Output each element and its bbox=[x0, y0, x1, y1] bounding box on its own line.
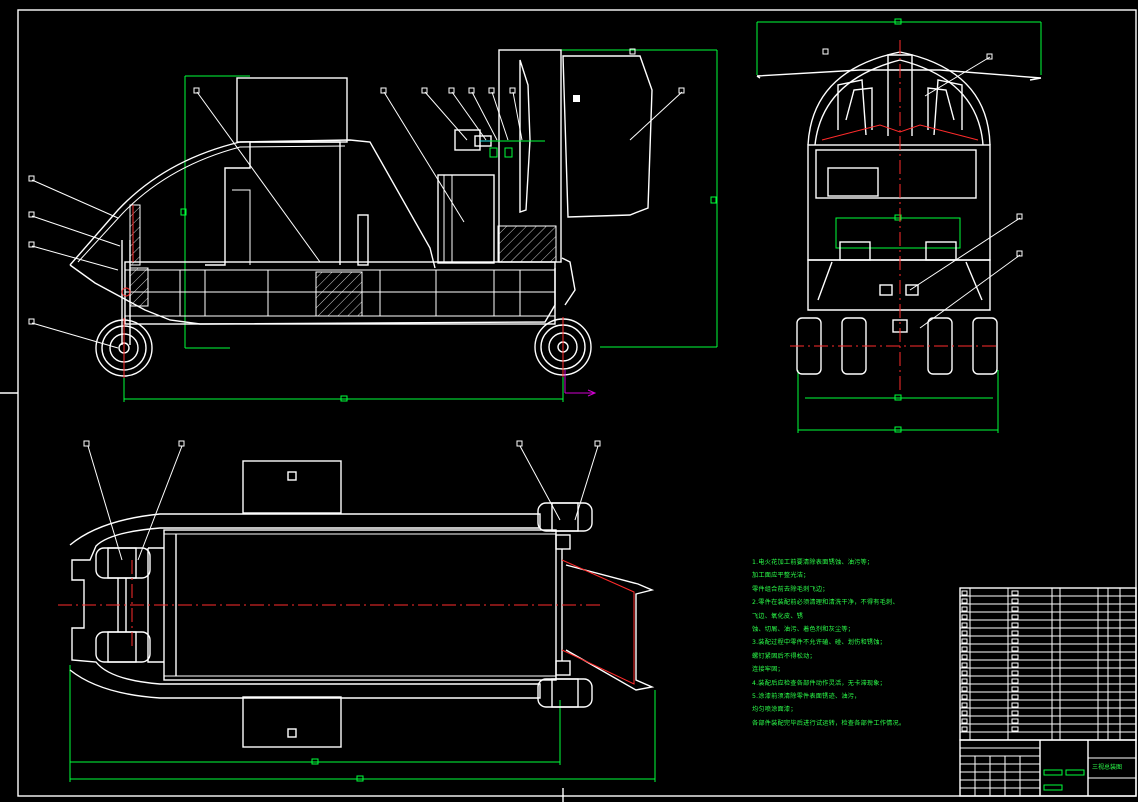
nose-lower bbox=[69, 264, 556, 325]
hatched-block-rear bbox=[497, 225, 557, 263]
parts-item-number bbox=[961, 646, 968, 652]
fan-hub-detail bbox=[454, 129, 545, 158]
top-box bbox=[236, 77, 348, 143]
canopy-inner bbox=[77, 145, 346, 263]
parts-item-number bbox=[961, 726, 968, 732]
parts-item-name bbox=[1011, 678, 1019, 684]
front-body bbox=[807, 144, 991, 261]
note-line: 4.装配后应检查各部件动作灵活，无卡滞现象； bbox=[752, 679, 887, 687]
inner-structure bbox=[205, 141, 341, 266]
chassis-ribs bbox=[179, 270, 521, 316]
radiator-cover bbox=[562, 55, 653, 218]
top-tail bbox=[565, 564, 655, 691]
note-line: 螺钉紧固后不得松动； bbox=[752, 652, 816, 660]
note-line: 连接牢固； bbox=[752, 666, 784, 674]
front-view[interactable] bbox=[756, 18, 1042, 433]
parts-item-number bbox=[961, 678, 968, 684]
technical-requirements: 1.电火花加工前要清除表面锈蚀、油污等； 加工面应平整光洁； 零件组合前去除毛刺飞边… bbox=[752, 556, 942, 730]
top-view[interactable] bbox=[58, 440, 656, 782]
note-line: 5.涂漆前须清除零件表面锈迹、油污， bbox=[752, 693, 861, 701]
note-line: 均匀喷涂面漆； bbox=[752, 706, 797, 714]
parts-item-name bbox=[1011, 710, 1019, 716]
parts-item-name bbox=[1011, 606, 1019, 612]
rear-wheel bbox=[534, 317, 592, 377]
side-view[interactable] bbox=[28, 48, 718, 402]
parts-item-number bbox=[961, 622, 968, 628]
front-seat-arms bbox=[837, 54, 963, 136]
parts-item-name bbox=[1011, 726, 1019, 732]
top-hull bbox=[69, 513, 541, 699]
parts-item-name bbox=[1011, 622, 1019, 628]
parts-item-number bbox=[961, 630, 968, 636]
parts-item-name bbox=[1011, 598, 1019, 604]
title-block-title: 三视总装图 bbox=[1092, 764, 1123, 771]
note-line: 零件组合前去除毛刺飞边； bbox=[752, 585, 829, 593]
parts-item-number bbox=[961, 590, 968, 596]
parts-item-name bbox=[1011, 702, 1019, 708]
note-line: 2.零件在装配前必须清理和清洗干净，不得有毛刺、 bbox=[752, 599, 899, 607]
parts-item-number bbox=[961, 718, 968, 724]
drawing-border bbox=[17, 9, 1137, 797]
parts-item-name bbox=[1011, 670, 1019, 676]
parts-item-number bbox=[961, 614, 968, 620]
parts-item-number bbox=[961, 606, 968, 612]
parts-item-name bbox=[1011, 590, 1019, 596]
note-line: 加工面应平整光洁； bbox=[752, 572, 810, 580]
side-view-dimensions bbox=[123, 49, 718, 402]
top-front-wheels bbox=[95, 547, 151, 663]
parts-item-name bbox=[1011, 662, 1019, 668]
title-block[interactable] bbox=[959, 739, 1137, 797]
front-wheel bbox=[95, 318, 153, 378]
parts-item-name bbox=[1011, 686, 1019, 692]
top-view-leaders bbox=[83, 440, 601, 561]
parts-item-name bbox=[1011, 718, 1019, 724]
note-line: 飞边、氧化皮、锈 bbox=[752, 612, 804, 620]
parts-item-name bbox=[1011, 638, 1019, 644]
note-line: 蚀、切屑、油污、着色剂和灰尘等； bbox=[752, 626, 855, 634]
hatched-block-center bbox=[315, 271, 363, 317]
parts-item-number bbox=[961, 670, 968, 676]
parts-item-name bbox=[1011, 694, 1019, 700]
parts-item-number bbox=[961, 662, 968, 668]
top-panel-lower bbox=[242, 696, 342, 748]
hatched-block-front bbox=[129, 267, 149, 307]
note-line: 3.装配过程中零件不允许磕、碰、划伤和锈蚀； bbox=[752, 639, 887, 647]
note-line: 各部件装配完毕后进行试运转，检查各部件工作情况。 bbox=[752, 719, 906, 727]
front-wing bbox=[756, 69, 1042, 81]
rear-cabinet bbox=[437, 174, 495, 264]
fan-blade bbox=[519, 59, 531, 213]
front-view-leaders bbox=[822, 48, 1023, 329]
note-line: 1.电火花加工前要清除表面锈蚀、油污等； bbox=[752, 559, 874, 566]
parts-item-number bbox=[961, 654, 968, 660]
top-view-dimensions bbox=[69, 665, 656, 782]
parts-list[interactable] bbox=[959, 587, 1137, 741]
front-view-dimensions bbox=[756, 18, 1042, 433]
parts-item-name bbox=[1011, 630, 1019, 636]
parts-item-number bbox=[961, 686, 968, 692]
rear-frame bbox=[498, 49, 562, 263]
ucs-icon bbox=[564, 370, 597, 397]
canopy-outline bbox=[69, 139, 436, 269]
parts-item-name bbox=[1011, 654, 1019, 660]
top-panel-upper bbox=[242, 460, 342, 514]
parts-item-number bbox=[961, 710, 968, 716]
parts-item-number bbox=[961, 598, 968, 604]
parts-item-number bbox=[961, 638, 968, 644]
parts-item-number bbox=[961, 702, 968, 708]
parts-item-name bbox=[1011, 646, 1019, 652]
parts-item-number bbox=[961, 694, 968, 700]
parts-item-name bbox=[1011, 614, 1019, 620]
hatched-wall-front bbox=[129, 204, 141, 266]
side-view-leaders bbox=[28, 48, 685, 349]
